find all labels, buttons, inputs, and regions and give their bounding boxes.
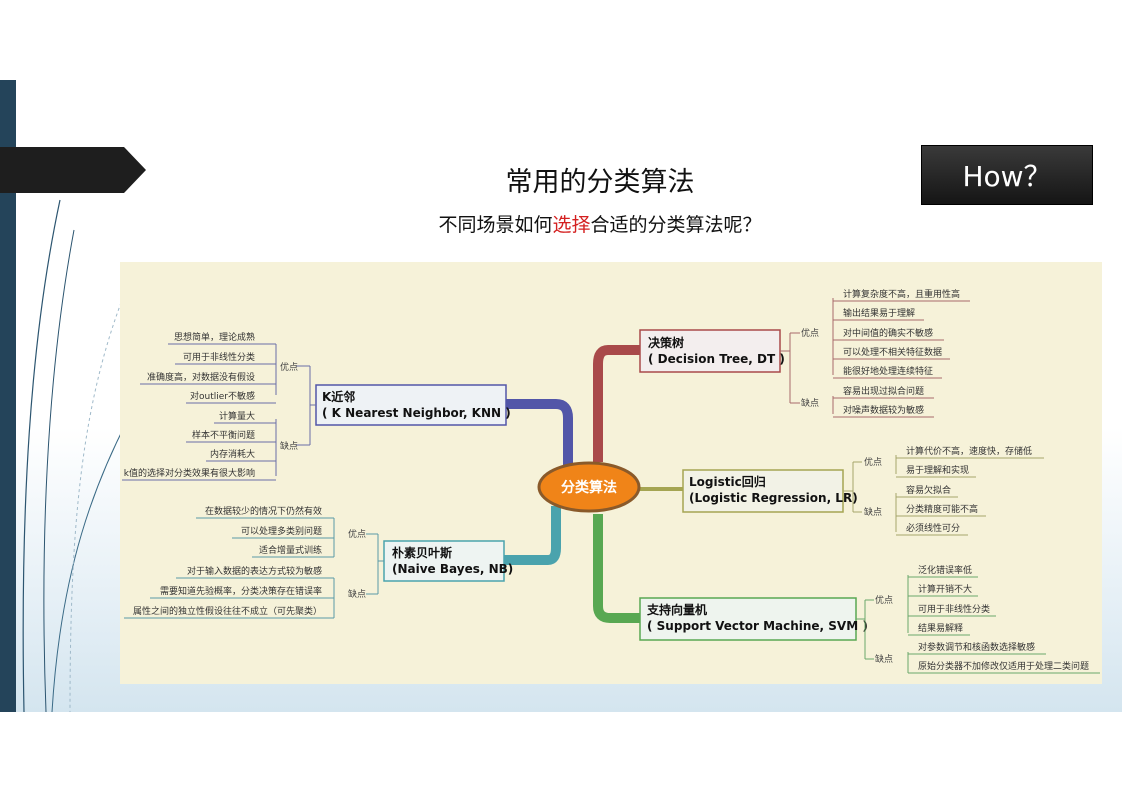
how-button[interactable]: How？ xyxy=(921,145,1093,205)
knn-pros: 思想简单，理论成熟 可用于非线性分类 准确度高，对数据没有假设 对outlier… xyxy=(140,331,276,404)
dt-cons: 容易出现过拟合问题 对噪声数据较为敏感 xyxy=(833,385,934,418)
subtitle-post: 合适的分类算法呢？ xyxy=(590,214,762,236)
node-nb-l2: (Naive Bayes, NB) xyxy=(392,562,513,576)
lr-pro-2: 易于理解和实现 xyxy=(906,464,969,476)
nb-pro-1: 在数据较少的情况下仍然有效 xyxy=(205,505,322,517)
svm-pros: 泛化错误率低 计算开销不大 可用于非线性分类 结果易解释 xyxy=(908,564,996,636)
svm-pro-1: 泛化错误率低 xyxy=(918,564,972,576)
node-nb xyxy=(383,540,505,582)
knn-pro-4: 对outlier不敏感 xyxy=(190,390,255,402)
dt-pros: 计算复杂度不高，且重用性高 输出结果易于理解 对中间值的确实不敏感 可以处理不相… xyxy=(833,288,970,379)
subtitle: 不同场景如何选择合适的分类算法呢？ xyxy=(360,210,840,237)
knn-pro-2: 可用于非线性分类 xyxy=(183,351,255,363)
node-nb-l1: 朴素贝叶斯 xyxy=(392,545,452,560)
subtitle-highlight: 选择 xyxy=(552,214,591,236)
dt-cons-label: 缺点 xyxy=(801,397,819,409)
node-svm xyxy=(639,597,857,641)
knn-pro-1: 思想简单，理论成熟 xyxy=(174,331,255,343)
node-lr-l1: Logistic回归 xyxy=(689,474,766,489)
nb-con-1: 对于输入数据的表达方式较为敏感 xyxy=(187,565,322,577)
nb-cons-label: 缺点 xyxy=(348,588,366,600)
center-label: 分类算法 xyxy=(561,479,617,496)
page-title: 常用的分类算法 xyxy=(505,167,695,198)
node-lr xyxy=(682,469,844,513)
lr-pros: 计算代价不高，速度快，存储低 易于理解和实现 xyxy=(896,445,1044,478)
node-lr-l2: (Logistic Regression, LR) xyxy=(689,491,858,505)
svm-cons-label: 缺点 xyxy=(875,653,893,665)
svm-cons: 对参数调节和核函数选择敏感 原始分类器不加修改仅适用于处理二类问题 xyxy=(908,641,1100,674)
branch-nb xyxy=(504,506,561,565)
dt-pro-2: 输出结果易于理解 xyxy=(843,307,915,319)
dt-con-2: 对噪声数据较为敏感 xyxy=(843,404,924,416)
node-svm-l2: ( Support Vector Machine, SVM ) xyxy=(647,619,868,633)
knn-cons-label: 缺点 xyxy=(280,440,298,452)
nb-con-2: 需要知道先验概率，分类决策存在错误率 xyxy=(160,585,322,597)
dt-pro-4: 可以处理不相关特征数据 xyxy=(843,346,942,358)
knn-pros-label: 优点 xyxy=(280,361,298,373)
knn-con-3: 内存消耗大 xyxy=(210,448,255,460)
knn-pro-3: 准确度高，对数据没有假设 xyxy=(147,371,255,383)
lr-con-1: 容易欠拟合 xyxy=(906,484,951,496)
svm-con-2: 原始分类器不加修改仅适用于处理二类问题 xyxy=(918,660,1089,672)
svm-pro-3: 可用于非线性分类 xyxy=(918,603,990,615)
svm-pro-4: 结果易解释 xyxy=(918,622,963,634)
lr-con-2: 分类精度可能不高 xyxy=(906,503,978,515)
dt-pros-label: 优点 xyxy=(801,327,819,339)
nb-con-3: 属性之间的独立性假设往往不成立（可先聚类） xyxy=(133,605,322,617)
node-knn-l1: K近邻 xyxy=(322,389,355,404)
lr-cons: 容易欠拟合 分类精度可能不高 必须线性可分 xyxy=(896,484,986,536)
branch-knn xyxy=(500,399,573,470)
node-svm-l1: 支持向量机 xyxy=(646,602,707,617)
svm-pro-2: 计算开销不大 xyxy=(918,583,972,595)
lr-pros-label: 优点 xyxy=(864,456,882,468)
node-knn-l2: ( K Nearest Neighbor, KNN ) xyxy=(322,406,511,420)
svm-con-1: 对参数调节和核函数选择敏感 xyxy=(918,641,1035,653)
nb-pro-2: 可以处理多类别问题 xyxy=(241,525,322,537)
lr-pro-1: 计算代价不高，速度快，存储低 xyxy=(906,445,1032,457)
lr-con-3: 必须线性可分 xyxy=(906,522,960,534)
dt-pro-1: 计算复杂度不高，且重用性高 xyxy=(843,288,960,300)
nb-pros-label: 优点 xyxy=(348,528,366,540)
nb-pros: 在数据较少的情况下仍然有效 可以处理多类别问题 适合增量式训练 xyxy=(196,505,334,558)
dt-pro-3: 对中间值的确实不敏感 xyxy=(843,327,933,339)
svm-pros-label: 优点 xyxy=(875,594,893,606)
center-node xyxy=(537,461,641,513)
subtitle-pre: 不同场景如何 xyxy=(438,214,553,236)
branch-dt xyxy=(593,345,640,462)
arrow-tab xyxy=(0,147,146,193)
lr-cons-label: 缺点 xyxy=(864,506,882,518)
node-dt-l1: 决策树 xyxy=(648,335,684,350)
left-accent-bar xyxy=(0,80,16,712)
nb-cons: 对于输入数据的表达方式较为敏感 需要知道先验概率，分类决策存在错误率 属性之间的… xyxy=(124,565,334,619)
knn-cons: 计算量大 样本不平衡问题 内存消耗大 k值的选择对分类效果有很大影响 xyxy=(122,410,276,481)
how-label: How？ xyxy=(962,160,1052,193)
dt-pro-5: 能很好地处理连续特征 xyxy=(843,365,933,377)
knn-con-2: 样本不平衡问题 xyxy=(192,429,255,441)
branch-svm xyxy=(593,514,640,623)
knn-con-1: 计算量大 xyxy=(219,410,255,422)
nb-pro-3: 适合增量式训练 xyxy=(259,544,322,556)
node-dt-l2: ( Decision Tree, DT ) xyxy=(648,352,785,366)
knn-con-4: k值的选择对分类效果有很大影响 xyxy=(124,467,255,479)
dt-con-1: 容易出现过拟合问题 xyxy=(843,385,924,397)
